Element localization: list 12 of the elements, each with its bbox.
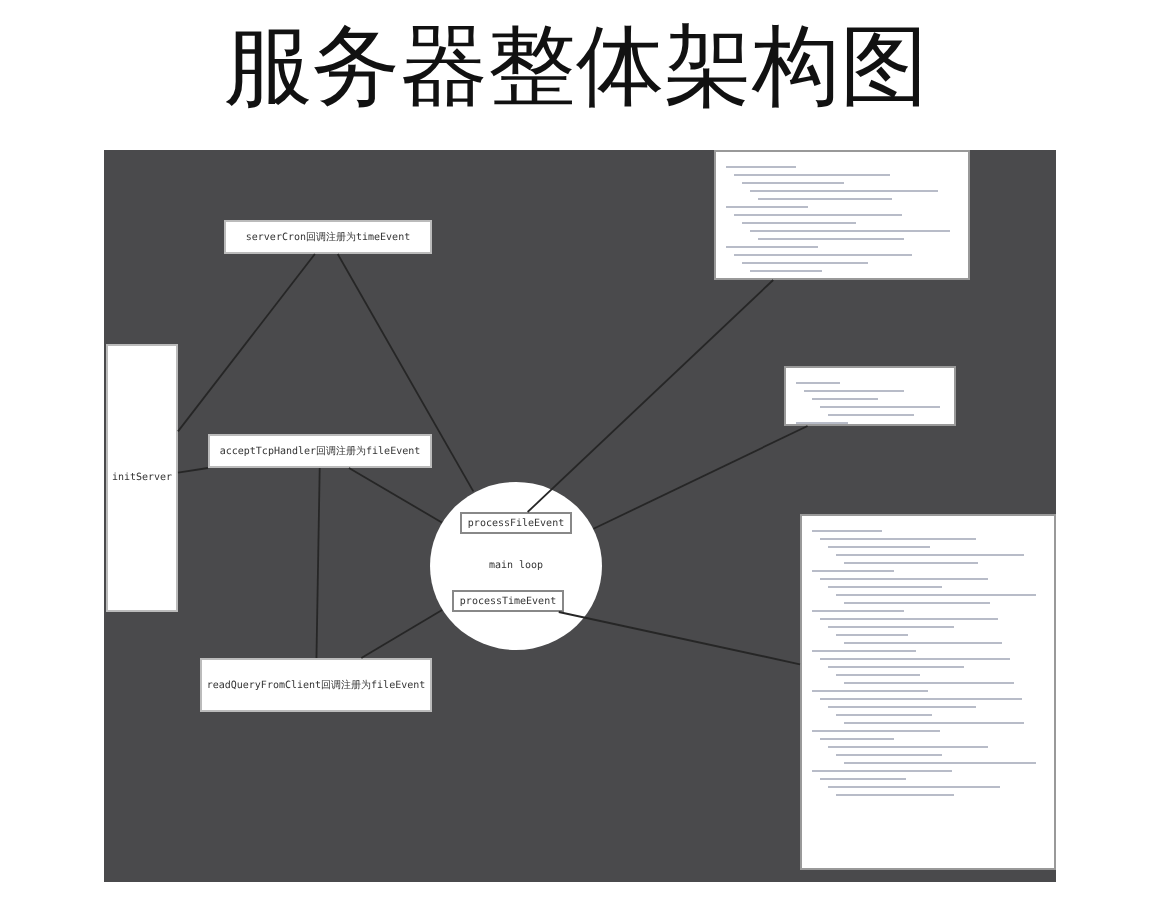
connector-line (360, 609, 443, 659)
title: 服务器整体架构图 (222, 14, 930, 122)
code-snippet-box (714, 150, 970, 280)
code-snippet-box (800, 514, 1056, 870)
connector-line (177, 467, 209, 474)
connector-line (177, 253, 316, 433)
connector-line (557, 611, 801, 666)
connector-line (592, 425, 809, 530)
connector-line (348, 467, 443, 524)
code-snippet-box (784, 366, 956, 426)
connector-line (315, 467, 321, 659)
connector-line (336, 253, 475, 493)
